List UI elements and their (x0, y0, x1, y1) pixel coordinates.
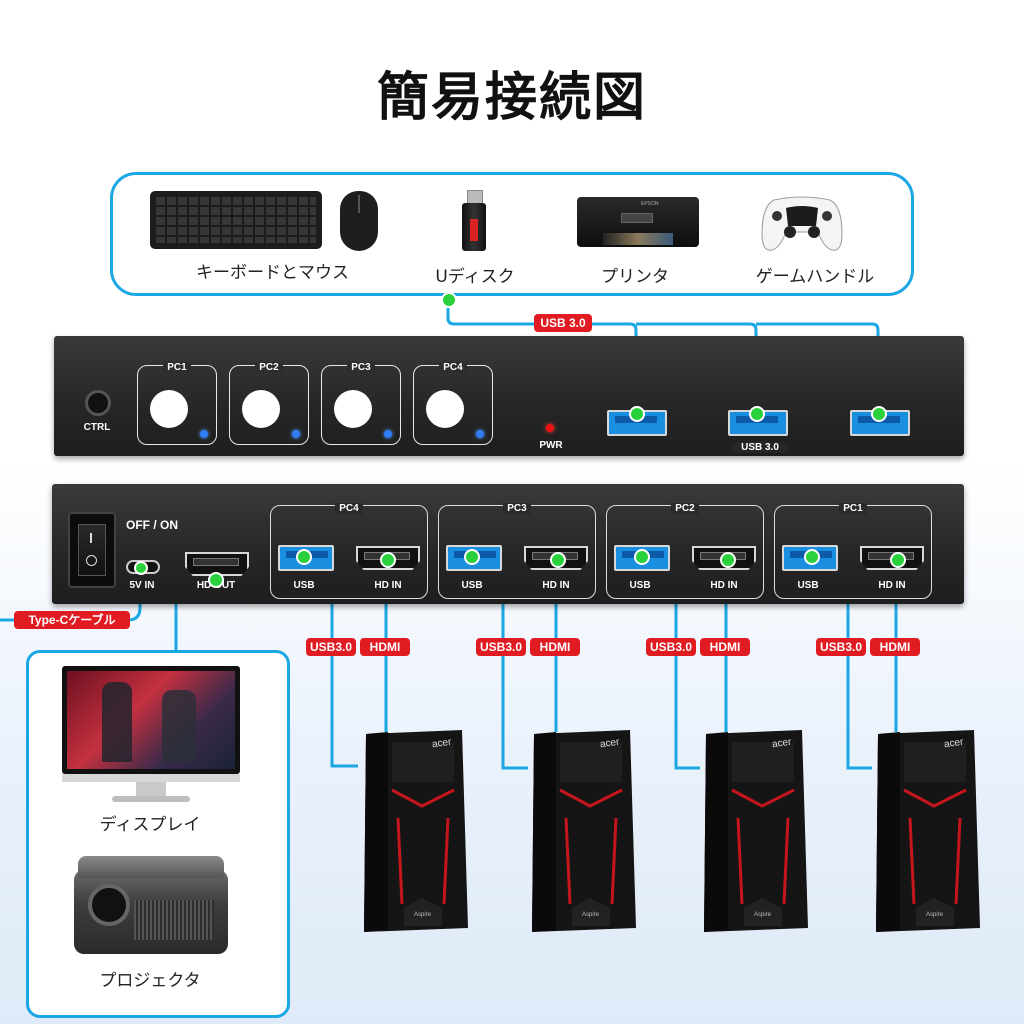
display-label: ディスプレイ (99, 815, 201, 835)
pc1-usb-tag: USB3.0 (816, 638, 866, 656)
gamepad-icon (761, 196, 843, 251)
front-pc3-button[interactable]: PC3 (321, 362, 401, 445)
rear-pc2-usb-label: USB (629, 580, 651, 591)
projector-icon (74, 856, 228, 956)
ctrl-jack[interactable] (85, 390, 111, 416)
tower-model: Aspire (926, 912, 944, 918)
rear-dot-hdout (208, 572, 224, 588)
mouse-icon (340, 191, 378, 251)
pc4-label: PC4 (439, 362, 467, 373)
rear-pc4-label: PC4 (335, 503, 363, 514)
rear-dot-typec (134, 561, 148, 575)
rear-dot-pc1-usb (804, 549, 820, 565)
gamepad-label: ゲームハンドル (755, 267, 875, 287)
rear-group-pc3: PC3 (438, 503, 596, 599)
rear-pc1-hdmi-port[interactable] (860, 546, 924, 570)
pc4-hdmi-tag: HDMI (360, 638, 410, 656)
rear-pc4-hdmi-label: HD IN (374, 580, 402, 591)
tower-model: Aspire (754, 912, 772, 918)
power-switch[interactable] (68, 512, 116, 588)
rear-pc3-usb-label: USB (461, 580, 483, 591)
tower-model: Aspire (414, 912, 432, 918)
power-led (546, 424, 554, 432)
pc4-usb-tag: USB3.0 (306, 638, 356, 656)
rear-pc1-usb-label: USB (797, 580, 819, 591)
rear-pc3-hdmi-label: HD IN (542, 580, 570, 591)
rear-dot-pc4-usb (296, 549, 312, 565)
printer-brand: EPSON (641, 201, 659, 207)
rear-dot-pc4-hdmi (380, 552, 396, 568)
pc3-hdmi-tag: HDMI (530, 638, 580, 656)
pc2-usb-tag: USB3.0 (646, 638, 696, 656)
pc3-usb-tag: USB3.0 (476, 638, 526, 656)
monitor-icon (62, 666, 240, 806)
rear-pc1-hdmi-label: HD IN (878, 580, 906, 591)
switch-label: OFF / ON (126, 518, 178, 532)
pc1-hdmi-tag: HDMI (870, 638, 920, 656)
rear-dot-pc1-hdmi (890, 552, 906, 568)
pc3-led (384, 430, 392, 438)
printer-label: プリンタ (601, 267, 669, 287)
pc2-led (292, 430, 300, 438)
udisk-label: Uディスク (435, 267, 515, 287)
projector-label: プロジェクタ (99, 971, 201, 991)
tower-model: Aspire (582, 912, 600, 918)
front-pc1-button[interactable]: PC1 (137, 362, 217, 445)
typec-cable-tag: Type-Cケーブル (14, 611, 130, 629)
pwr-label: PWR (539, 440, 563, 451)
printer-icon: EPSON (577, 193, 699, 251)
rear-group-pc2: PC2 (606, 503, 764, 599)
rear-dot-pc3-usb (464, 549, 480, 565)
front-usb-dot-2 (749, 406, 765, 422)
pc4-led (476, 430, 484, 438)
rear-dot-pc2-usb (634, 549, 650, 565)
power-in-label: 5V IN (129, 580, 155, 591)
rear-dot-pc3-hdmi (550, 552, 566, 568)
front-pc2-button[interactable]: PC2 (229, 362, 309, 445)
rear-group-pc1: PC1 (774, 503, 932, 599)
pc1-led (200, 430, 208, 438)
rear-pc3-label: PC3 (503, 503, 531, 514)
peripheral-connector-dot (441, 292, 457, 308)
front-pc4-button[interactable]: PC4 (413, 362, 493, 445)
rear-pc2-hdmi-label: HD IN (710, 580, 738, 591)
usb3-tag: USB 3.0 (534, 314, 592, 332)
rear-pc2-label: PC2 (671, 503, 699, 514)
pc3-label: PC3 (347, 362, 375, 373)
rear-pc4-usb-label: USB (293, 580, 315, 591)
page-title: 簡易接続図 (376, 68, 647, 128)
ctrl-label: CTRL (83, 422, 111, 433)
rear-pc1-label: PC1 (839, 503, 867, 514)
front-usb3-label: USB 3.0 (732, 442, 788, 453)
front-usb-dot-1 (629, 406, 645, 422)
pc2-hdmi-tag: HDMI (700, 638, 750, 656)
front-usb-dot-3 (871, 406, 887, 422)
keyboard-icon (150, 191, 322, 249)
pc2-label: PC2 (255, 362, 283, 373)
pc1-label: PC1 (163, 362, 191, 373)
usb-drive-icon (462, 190, 486, 252)
rear-group-pc4: PC4 (270, 503, 428, 599)
keyboard-mouse-label: キーボードとマウス (196, 263, 349, 283)
rear-dot-pc2-hdmi (720, 552, 736, 568)
